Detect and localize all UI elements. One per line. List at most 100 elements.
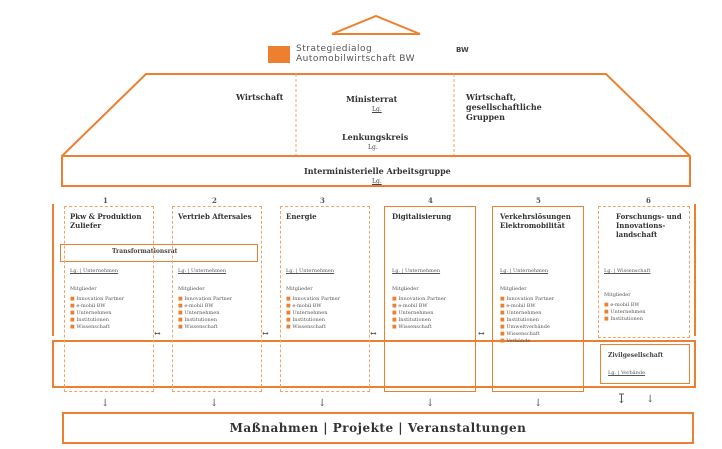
zivilgesellschaft-sub: Lg. | Verbände [608,370,646,376]
logo: Strategiedialog Automobilwirtschaft BW B… [268,44,478,66]
body-frame-lower [52,340,696,388]
list-item: Unternehmen [604,309,645,316]
logo-square-icon [268,46,290,63]
list-item: Innovation Partner [286,296,340,303]
down-arrow-icon: ↓ [534,398,543,409]
column-3-lead: Lg. | Unternehmen [286,268,335,274]
list-item: e-mobil BW [286,303,340,310]
list-item: Wissenschaft [178,324,232,331]
column-1-members-label: Mitglieder [70,286,97,292]
list-item: Institutionen [70,317,124,324]
list-item: e-mobil BW [500,303,554,310]
zivilgesellschaft-box [600,344,690,384]
column-4 [384,206,476,392]
column-2-title: Vertrieb Aftersales [178,212,252,221]
roof-left-label: Wirtschaft [236,92,284,102]
list-item: e-mobil BW [392,303,446,310]
number-3: 3 [320,196,325,205]
list-item: Institutionen [604,316,645,323]
list-item: Unternehmen [286,310,340,317]
double-arrow-icon: ↔ [262,328,269,338]
list-item: e-mobil BW [178,303,232,310]
list-item: Institutionen [392,317,446,324]
list-item: Wissenschaft [286,324,340,331]
column-2-members-label: Mitglieder [178,286,205,292]
number-1: 1 [103,196,108,205]
list-item: Innovation Partner [178,296,232,303]
zivilgesellschaft-title: Zivilgesellschaft [608,352,664,359]
down-arrow-icon: ↓ [318,398,327,409]
list-item: Unternehmen [500,310,554,317]
list-item: Innovation Partner [500,296,554,303]
double-arrow-icon: ↔ [478,328,485,338]
main-roof-shape [61,73,691,187]
bottom-bar [62,412,694,444]
double-arrow-icon: ↔ [370,328,377,338]
column-2 [172,206,262,392]
list-item: Innovation Partner [70,296,124,303]
list-item: Unternehmen [70,310,124,317]
down-arrow-icon: ↓ [426,398,435,409]
top-roof-shape [331,14,421,35]
roof-bottom-label: Interministerielle Arbeitsgruppe [304,166,451,176]
column-6-lead: Lg. | Wissenschaft [604,268,651,274]
number-2: 2 [212,196,217,205]
column-4-members-label: Mitglieder [392,286,419,292]
roof-center-sub2: Lg. [368,144,378,151]
transformation-label: Transformationsrat [112,248,178,255]
logo-line1: Strategiedialog [296,44,373,54]
transformation-band [60,244,258,262]
list-item: Institutionen [178,317,232,324]
list-item: Unternehmen [178,310,232,317]
column-6 [598,206,690,338]
double-arrow-icon: ↔ [154,328,161,338]
list-item: Wissenschaft [70,324,124,331]
column-2-lead: Lg. | Unternehmen [178,268,227,274]
roof-center-title2: Lenkungskreis [342,132,409,142]
column-6-members-label: Mitglieder [604,292,631,298]
column-4-members: Innovation Partner e-mobil BW Unternehme… [392,296,446,331]
column-5 [492,206,584,392]
down-arrow-icon: ↓ [210,398,219,409]
column-6-members: e-mobil BW Unternehmen Institutionen [604,302,645,323]
roof-center-title: Ministerrat [346,94,398,104]
column-6-title: Forschungs- und Innovations- landschaft [616,212,682,239]
number-6: 6 [646,196,651,205]
down-arrow-icon: ↧ [616,392,627,407]
body-frame-upper [52,204,696,336]
column-3-members-label: Mitglieder [286,286,313,292]
column-4-title: Digitalisierung [392,212,452,221]
list-item: Verbände [500,338,554,345]
column-4-lead: Lg. | Unternehmen [392,268,441,274]
list-item: Umweltverbände [500,324,554,331]
list-item: Institutionen [286,317,340,324]
down-arrow-icon: ↓ [646,394,655,405]
column-3-members: Innovation Partner e-mobil BW Unternehme… [286,296,340,331]
logo-mark: BW [456,46,469,54]
down-arrow-icon: ↓ [101,398,110,409]
logo-line2: Automobilwirtschaft BW [296,54,415,64]
list-item: Wissenschaft [392,324,446,331]
list-item: Institutionen [500,317,554,324]
column-5-members-label: Mitglieder [500,286,527,292]
list-item: Wissenschaft [500,331,554,338]
column-1 [64,206,154,392]
column-3 [280,206,370,392]
roof-right-label: Wirtschaft, gesellschaftliche Gruppen [466,92,542,122]
list-item: e-mobil BW [70,303,124,310]
list-item: Innovation Partner [392,296,446,303]
column-2-members: Innovation Partner e-mobil BW Unternehme… [178,296,232,331]
list-item: Unternehmen [392,310,446,317]
column-3-title: Energie [286,212,317,221]
column-1-title: Pkw & Produktion Zuliefer [70,212,142,230]
bottom-bar-label: Maßnahmen | Projekte | Veranstaltungen [229,421,527,435]
number-5: 5 [536,196,541,205]
column-5-members: Innovation Partner e-mobil BW Unternehme… [500,296,554,345]
roof-bottom-sub: Lg. [372,178,382,185]
list-item: e-mobil BW [604,302,645,309]
column-5-lead: Lg. | Unternehmen [500,268,549,274]
column-1-members: Innovation Partner e-mobil BW Unternehme… [70,296,124,331]
column-1-lead: Lg. | Unternehmen [70,268,119,274]
roof-center-sub: Lg. [372,106,382,113]
number-4: 4 [428,196,433,205]
